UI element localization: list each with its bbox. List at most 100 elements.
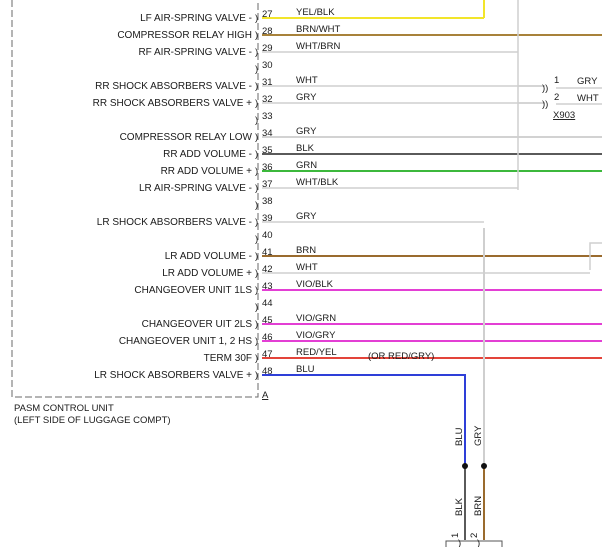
pin-number-36: 36 bbox=[262, 162, 273, 173]
gry-wire-label: GRY bbox=[473, 425, 484, 446]
pin-bracket-33: ) bbox=[255, 115, 258, 126]
bundle-lines bbox=[445, 0, 602, 547]
bottom-pin2-number: 2 bbox=[469, 533, 480, 538]
pin-number-42: 42 bbox=[262, 264, 273, 275]
bottom-connector-outline bbox=[445, 540, 503, 547]
pin-number-34: 34 bbox=[262, 128, 273, 139]
connector-x903: )) )) 1 2 GRY WHT X903 bbox=[518, 75, 602, 121]
pin-bracket-45: ) bbox=[255, 319, 258, 330]
pin-number-35: 35 bbox=[262, 145, 273, 156]
wire-color-pin-45: VIO/GRN bbox=[296, 313, 336, 324]
pin-label-45: CHANGEOVER UIT 2LS bbox=[142, 319, 253, 330]
wire-color-pin-27: YEL/BLK bbox=[296, 7, 335, 18]
wire-color-pin-35: BLK bbox=[296, 143, 315, 154]
pin-label-43: CHANGEOVER UNIT 1LS bbox=[134, 285, 252, 296]
pin-bracket-38: ) bbox=[255, 200, 258, 211]
pin-label-46: CHANGEOVER UNIT 1, 2 HS bbox=[119, 336, 253, 347]
pin-label-39: LR SHOCK ABSORBERS VALVE - bbox=[97, 217, 252, 228]
wire-color-pin-46: VIO/GRY bbox=[296, 330, 336, 341]
wire-color-pin-42: WHT bbox=[296, 262, 318, 273]
bottom-pin2-bracket: ) bbox=[477, 538, 480, 547]
pin-number-29: 29 bbox=[262, 43, 273, 54]
pin-number-33: 33 bbox=[262, 111, 273, 122]
pin-bracket-27: ) bbox=[255, 13, 258, 24]
pin-label-35: RR ADD VOLUME - bbox=[163, 149, 252, 160]
wire-color-pin-37: WHT/BLK bbox=[296, 177, 339, 188]
pin-bracket-47: ) bbox=[255, 353, 258, 364]
pin-bracket-36: ) bbox=[255, 166, 258, 177]
pin-bracket-29: ) bbox=[255, 47, 258, 58]
bottom-pin1-number: 1 bbox=[450, 533, 461, 538]
x903-pin1-number: 1 bbox=[554, 75, 559, 86]
wire-color-pin-43: VIO/BLK bbox=[296, 279, 334, 290]
pin-bracket-46: ) bbox=[255, 336, 258, 347]
wire-color-pin-31: WHT bbox=[296, 75, 318, 86]
pin-label-31: RR SHOCK ABSORBERS VALVE - bbox=[95, 81, 252, 92]
control-unit-connector-id: A bbox=[262, 390, 269, 401]
pin-label-47: TERM 30F bbox=[204, 353, 252, 364]
pin47-alt-color-note: (OR RED/GRY) bbox=[368, 351, 434, 362]
x903-bracket-2: )) bbox=[542, 99, 548, 110]
pin-bracket-43: ) bbox=[255, 285, 258, 296]
control-unit-boundary bbox=[11, 0, 259, 398]
pin-label-36: RR ADD VOLUME + bbox=[161, 166, 253, 177]
wire-color-pin-36: GRN bbox=[296, 160, 317, 171]
pin-number-43: 43 bbox=[262, 281, 273, 292]
control-unit-location: (LEFT SIDE OF LUGGAGE COMPT) bbox=[14, 415, 171, 426]
pin-label-28: COMPRESSOR RELAY HIGH bbox=[117, 30, 252, 41]
x903-bracket-1: )) bbox=[542, 83, 548, 94]
bottom-pin1-bracket: ) bbox=[458, 538, 461, 547]
pin-bracket-32: ) bbox=[255, 98, 258, 109]
pin-bracket-35: ) bbox=[255, 149, 258, 160]
wht-wire-bend bbox=[589, 242, 602, 270]
pin-number-39: 39 bbox=[262, 213, 273, 224]
pin-number-27: 27 bbox=[262, 9, 273, 20]
pin-number-48: 48 bbox=[262, 366, 273, 377]
pin-number-31: 31 bbox=[262, 77, 273, 88]
brn-wire-label: BRN bbox=[473, 496, 484, 516]
pin-bracket-41: ) bbox=[255, 251, 258, 262]
pin-number-30: 30 bbox=[262, 60, 273, 71]
pin-bracket-34: ) bbox=[255, 132, 258, 143]
pin-bracket-37: ) bbox=[255, 183, 258, 194]
pin-number-40: 40 bbox=[262, 230, 273, 241]
pin-bracket-42: ) bbox=[255, 268, 258, 279]
splice-dot-blu bbox=[462, 463, 468, 469]
pin-bracket-48: ) bbox=[255, 370, 258, 381]
pin-number-46: 46 bbox=[262, 332, 273, 343]
pin-number-47: 47 bbox=[262, 349, 273, 360]
splice-dot-gry bbox=[481, 463, 487, 469]
x903-connector-name: X903 bbox=[553, 110, 575, 121]
pin-number-45: 45 bbox=[262, 315, 273, 326]
wire-color-pin-34: GRY bbox=[296, 126, 317, 137]
pin-bracket-28: ) bbox=[255, 30, 258, 41]
pin-number-41: 41 bbox=[262, 247, 273, 258]
wire-color-pin-39: GRY bbox=[296, 211, 317, 222]
wire-color-pin-47: RED/YEL bbox=[296, 347, 337, 358]
pin-bracket-40: ) bbox=[255, 234, 258, 245]
control-unit-name: PASM CONTROL UNIT bbox=[14, 403, 114, 414]
blk-wire-label: BLK bbox=[454, 497, 465, 516]
pin-label-34: COMPRESSOR RELAY LOW bbox=[120, 132, 253, 143]
wire-color-pin-48: BLU bbox=[296, 364, 315, 375]
pin-bracket-44: ) bbox=[255, 302, 258, 313]
x903-pin1-wire-color: GRY bbox=[577, 76, 598, 87]
pin-bracket-31: ) bbox=[255, 81, 258, 92]
pin-label-48: LR SHOCK ABSORBERS VALVE + bbox=[94, 370, 252, 381]
pin-label-32: RR SHOCK ABSORBERS VALVE + bbox=[93, 98, 253, 109]
wire-color-pin-32: GRY bbox=[296, 92, 317, 103]
pin-label-37: LR AIR-SPRING VALVE - bbox=[139, 183, 252, 194]
wire-pin-48 bbox=[262, 374, 466, 466]
pin-number-32: 32 bbox=[262, 94, 273, 105]
pin-number-44: 44 bbox=[262, 298, 273, 309]
wire-color-pin-28: BRN/WHT bbox=[296, 24, 341, 35]
pin-bracket-30: ) bbox=[255, 64, 258, 75]
x903-pin2-wire-color: WHT bbox=[577, 93, 599, 104]
pin-label-42: LR ADD VOLUME + bbox=[162, 268, 252, 279]
x903-pin2-number: 2 bbox=[554, 92, 559, 103]
pin-label-29: RF AIR-SPRING VALVE - bbox=[138, 47, 252, 58]
wire-color-pin-41: BRN bbox=[296, 245, 316, 256]
pin-label-41: LR ADD VOLUME - bbox=[165, 251, 252, 262]
